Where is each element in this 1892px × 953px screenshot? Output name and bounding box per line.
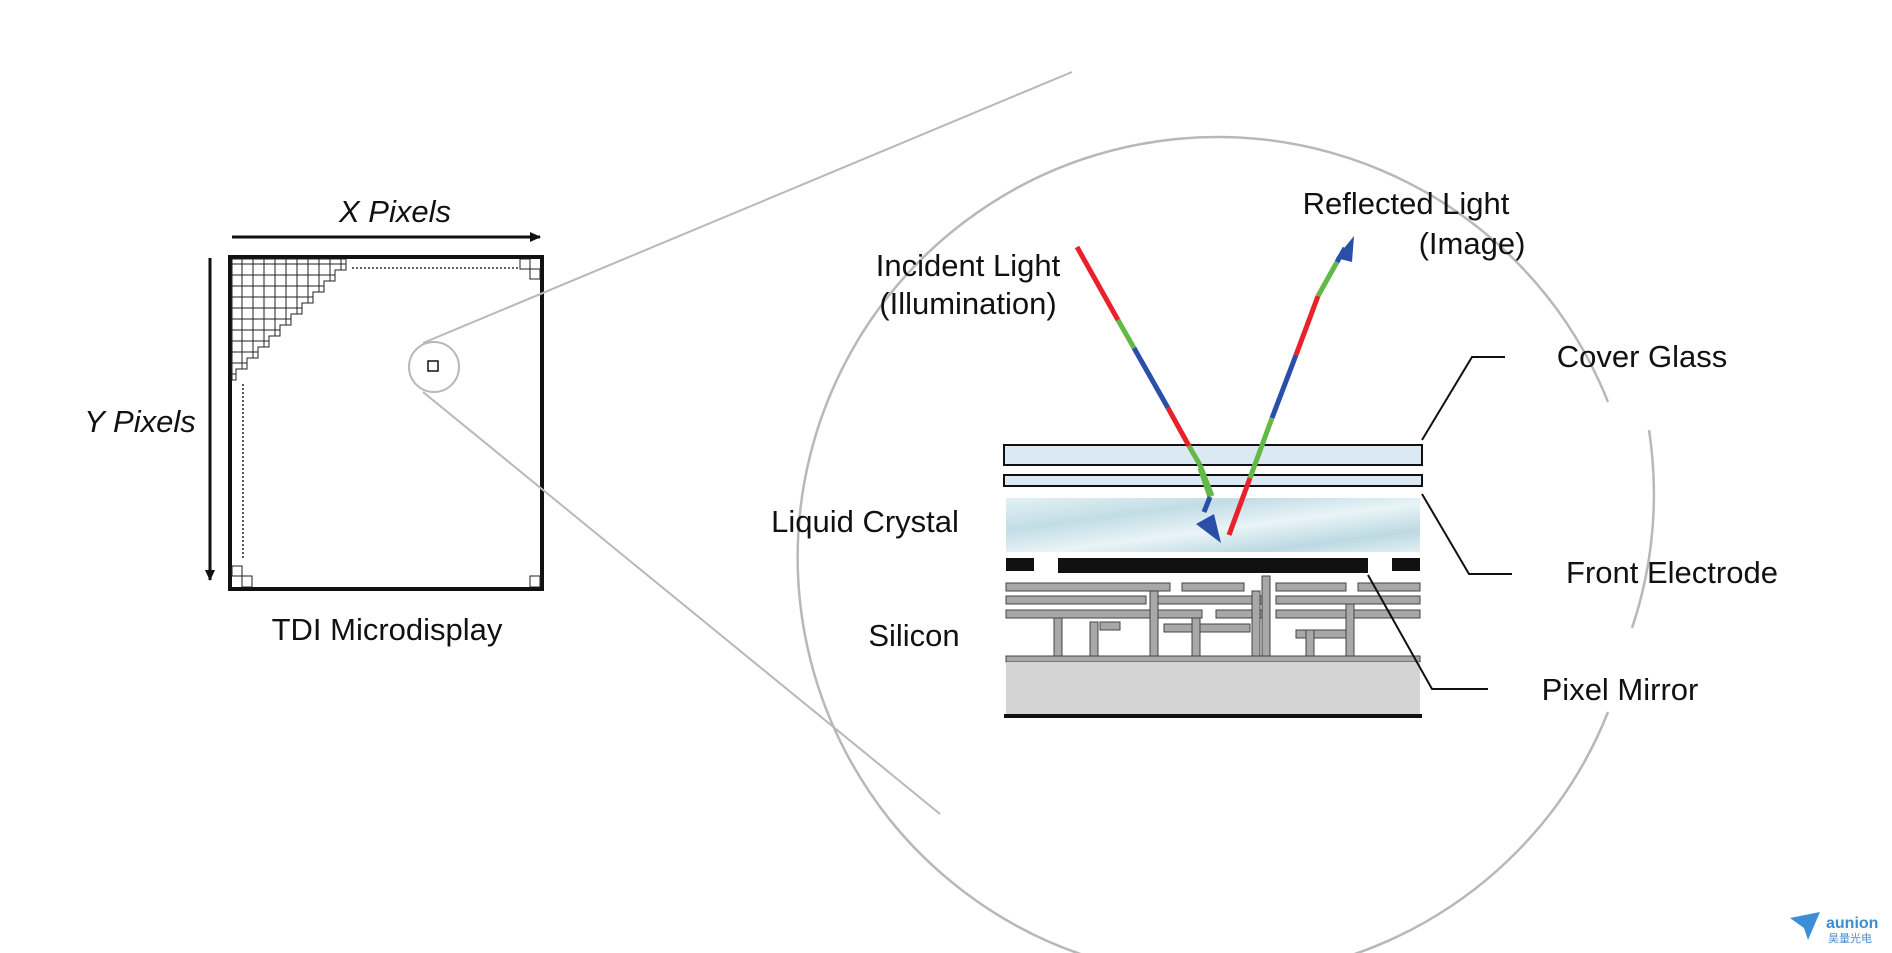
magnifier-large-circle-seg: [1630, 429, 1656, 629]
logo-mark-icon: [1790, 912, 1820, 940]
corner-pixel-top-right-2: [529, 268, 541, 280]
microdisplay-caption: TDI Microdisplay: [272, 612, 503, 647]
cover-glass-label: Cover Glass: [1557, 339, 1728, 374]
incident-light-label-1: Incident Light: [876, 248, 1061, 283]
silicon-circuitry: [1005, 575, 1421, 663]
pixel-mirror-leader: [1367, 574, 1488, 690]
front-electrode-leader: [1421, 493, 1512, 575]
cover-glass-leader: [1421, 356, 1505, 441]
logo-subtitle: 昊量光电: [1828, 931, 1872, 945]
pixel-mirror-label: Pixel Mirror: [1542, 672, 1699, 707]
pixel-mirror-right: [1392, 558, 1420, 571]
magnifier-line-top: [422, 71, 1073, 344]
liquid-crystal-label: Liquid Crystal: [771, 504, 959, 539]
incident-light-ray-tail: [1197, 467, 1213, 498]
cover-glass-layer: [1003, 444, 1423, 466]
magnifier-small-circle: [408, 341, 460, 393]
corner-pixel-bottom-left: [231, 565, 243, 577]
silicon-label: Silicon: [868, 618, 959, 653]
front-electrode-label: Front Electrode: [1566, 555, 1778, 590]
silicon-substrate: [1006, 662, 1420, 714]
incident-arrowhead: [1196, 514, 1221, 543]
incident-light-label-2: (Illumination): [879, 286, 1056, 321]
magnifier-large-circle: [796, 135, 1610, 953]
pixel-mirror-left: [1006, 558, 1034, 571]
corner-pixel-top-right: [519, 258, 531, 270]
corner-pixel-bottom-right: [529, 575, 541, 588]
lcos-cross-section: [1003, 444, 1423, 718]
microdisplay-group: X Pixels Y Pixels TDI Microdisplay: [84, 194, 544, 647]
y-axis-label: Y Pixels: [84, 404, 195, 439]
logo-name: aunion: [1826, 915, 1878, 932]
selected-pixel: [427, 360, 439, 372]
reflected-light-label-2: (Image): [1419, 226, 1526, 261]
reflected-light-label-1: Reflected Light: [1303, 186, 1510, 221]
reflected-light-ray: [1226, 246, 1348, 536]
pixel-mirror-center: [1058, 558, 1368, 573]
reflected-arrowhead: [1336, 236, 1354, 262]
aunion-logo: aunion 昊量光电: [1790, 912, 1878, 945]
magnifier-line-bottom: [422, 391, 941, 815]
pixel-grid: [231, 258, 347, 381]
front-electrode-layer: [1003, 474, 1423, 487]
corner-pixel-bottom-left-2: [241, 575, 253, 588]
incident-light-ray-tip: [1201, 496, 1213, 513]
x-axis-label: X Pixels: [338, 194, 451, 229]
